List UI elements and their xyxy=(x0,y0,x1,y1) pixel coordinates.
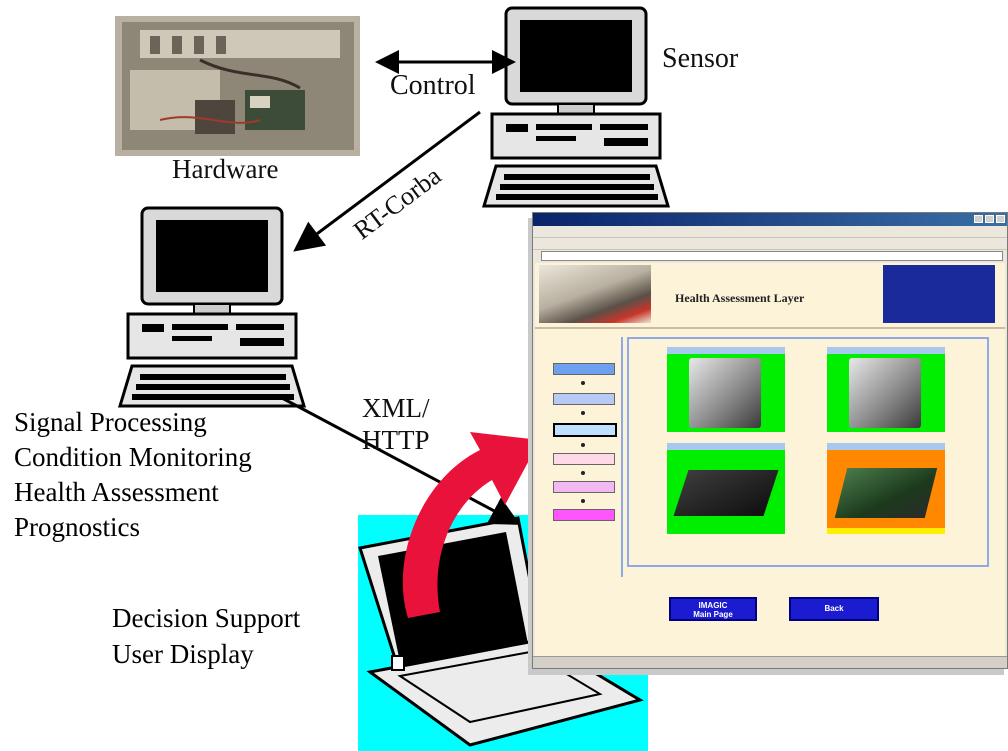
tile-image xyxy=(827,450,945,528)
tile-image xyxy=(667,354,785,432)
browser-window: Health Assessment Layer xyxy=(532,212,1008,669)
main-page-line: IMAGIC xyxy=(698,601,728,610)
window-controls xyxy=(972,215,1005,228)
address-field xyxy=(541,251,1003,261)
status-bar xyxy=(533,656,1007,668)
component-tile[interactable] xyxy=(667,443,785,534)
sensor-computer-icon xyxy=(482,6,670,208)
browser-titlebar xyxy=(533,213,1007,226)
role-item: Prognostics xyxy=(14,512,141,542)
nav-button[interactable] xyxy=(553,363,615,375)
menu-bar xyxy=(533,226,1007,238)
main-page-line: Main Page xyxy=(693,610,733,619)
maximize-icon xyxy=(985,215,994,223)
role-item: Signal Processing xyxy=(14,407,207,437)
component-grid xyxy=(627,337,989,567)
role-list: Signal Processing Condition Monitoring H… xyxy=(14,405,252,545)
logo-panel xyxy=(883,265,995,323)
component-tile[interactable] xyxy=(827,347,945,432)
http-label: HTTP xyxy=(362,425,430,455)
processing-computer-icon xyxy=(118,206,306,408)
header-divider xyxy=(535,327,1005,329)
tile-image xyxy=(667,450,785,528)
tile-status xyxy=(667,528,785,534)
main-page-button[interactable]: IMAGIC Main Page xyxy=(669,597,757,621)
decision-label: Decision Support User Display xyxy=(112,600,300,672)
header-photo xyxy=(539,265,651,323)
decision-line: Decision Support xyxy=(112,603,301,633)
nav-divider xyxy=(621,337,623,577)
board-image xyxy=(673,470,779,516)
back-button[interactable]: Back xyxy=(789,597,879,621)
nav-button[interactable] xyxy=(553,481,615,493)
nav-dot-icon xyxy=(581,443,585,447)
component-tile[interactable] xyxy=(667,347,785,432)
tile-caption xyxy=(667,443,785,450)
page-content: Health Assessment Layer xyxy=(535,263,1005,656)
nav-dot-icon xyxy=(581,381,585,385)
minimize-icon xyxy=(974,215,983,223)
decision-line: User Display xyxy=(112,639,254,669)
hardware-photo xyxy=(115,16,360,156)
red-curved-arrow-icon xyxy=(402,432,540,618)
control-label: Control xyxy=(390,70,476,101)
actuator-image xyxy=(689,358,761,428)
tile-status xyxy=(827,528,945,534)
tile-caption xyxy=(667,347,785,354)
nav-button-active[interactable] xyxy=(553,423,617,437)
nav-dot-icon xyxy=(581,411,585,415)
page-title: Health Assessment Layer xyxy=(675,291,805,305)
sensor-label: Sensor xyxy=(662,43,739,74)
actuator-image xyxy=(849,358,921,428)
nav-dot-icon xyxy=(581,499,585,503)
close-icon xyxy=(996,215,1005,223)
hardware-label: Hardware xyxy=(172,154,279,184)
xml-label: XML/ xyxy=(362,393,430,423)
nav-dot-icon xyxy=(581,471,585,475)
component-tile[interactable] xyxy=(827,443,945,534)
tile-image xyxy=(827,354,945,432)
role-item: Condition Monitoring xyxy=(14,442,252,472)
board-image xyxy=(834,468,938,518)
nav-button[interactable] xyxy=(553,453,615,465)
nav-button[interactable] xyxy=(553,509,615,521)
toolbar xyxy=(533,238,1007,250)
rtcorba-arrow-icon xyxy=(293,110,481,252)
xml-arrow-icon xyxy=(281,396,521,525)
tile-caption xyxy=(827,347,945,354)
nav-button[interactable] xyxy=(553,393,615,405)
tile-caption xyxy=(827,443,945,450)
address-bar xyxy=(533,250,1007,262)
role-item: Health Assessment xyxy=(14,477,219,507)
